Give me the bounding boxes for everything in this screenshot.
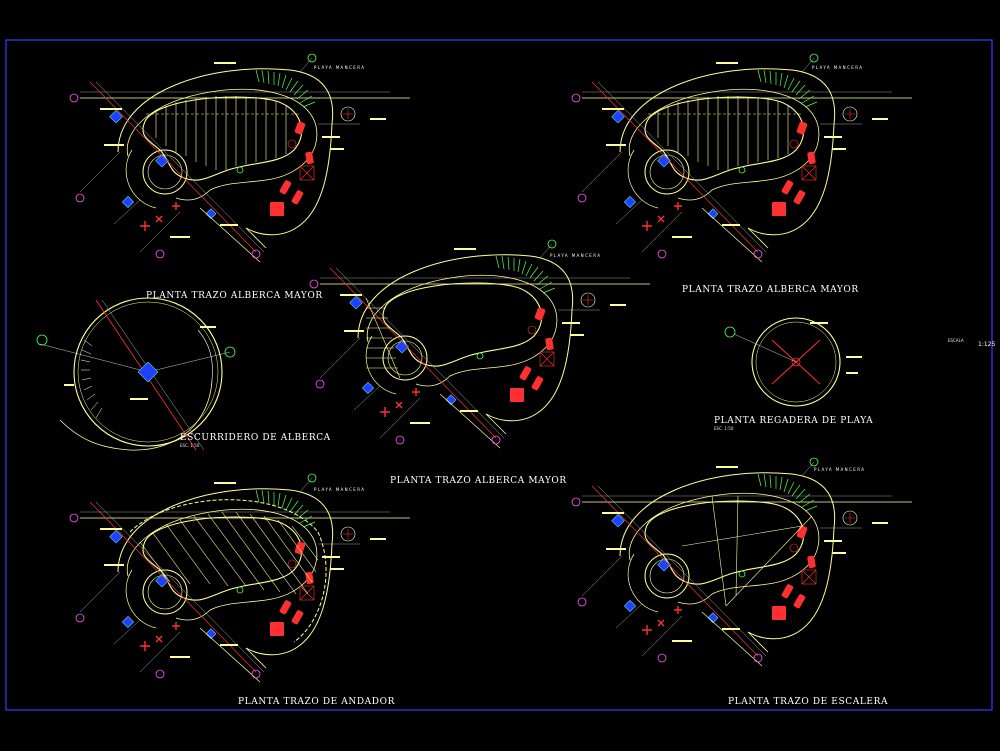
scale-label: ESCALA xyxy=(948,338,964,343)
plan-5-caption: PLAYA MANCERA xyxy=(814,467,865,472)
scale-value: 1:125 xyxy=(978,341,995,348)
detail-escurridero xyxy=(36,297,236,451)
plan-5-title: PLANTA TRAZO DE ESCALERA xyxy=(728,697,888,707)
plan-2: PLAYA MANCERA xyxy=(571,53,913,263)
detail-escurridero-title: ESCURRIDERO DE ALBERCA xyxy=(180,433,331,443)
plan-2-caption: PLAYA MANCERA xyxy=(812,65,863,70)
detail-escurridero-subtitle: ESC. 1:50 xyxy=(180,443,200,448)
plan-4-title: PLANTA TRAZO DE ANDADOR xyxy=(238,697,395,707)
plan-1: PLAYA MANCERA xyxy=(69,53,411,263)
plan-2-title: PLANTA TRAZO ALBERCA MAYOR xyxy=(682,285,859,295)
detail-regadera xyxy=(724,317,862,407)
plan-1-title: PLANTA TRAZO ALBERCA MAYOR xyxy=(146,291,323,301)
detail-regadera-title: PLANTA REGADERA DE PLAYA xyxy=(714,416,873,426)
detail-regadera-subtitle: ESC. 1:50 xyxy=(714,426,734,431)
plan-5: PLAYA MANCERA xyxy=(571,457,913,667)
plan-3-caption: PLAYA MANCERA xyxy=(550,253,601,258)
plan-4: PLAYA MANCERA xyxy=(69,473,411,683)
plan-3: PLAYA MANCERA xyxy=(309,239,651,449)
plan-4-caption: PLAYA MANCERA xyxy=(314,487,365,492)
plan-3-title: PLANTA TRAZO ALBERCA MAYOR xyxy=(390,476,567,486)
sheet-border xyxy=(5,39,993,711)
plan-1-caption: PLAYA MANCERA xyxy=(314,65,365,70)
